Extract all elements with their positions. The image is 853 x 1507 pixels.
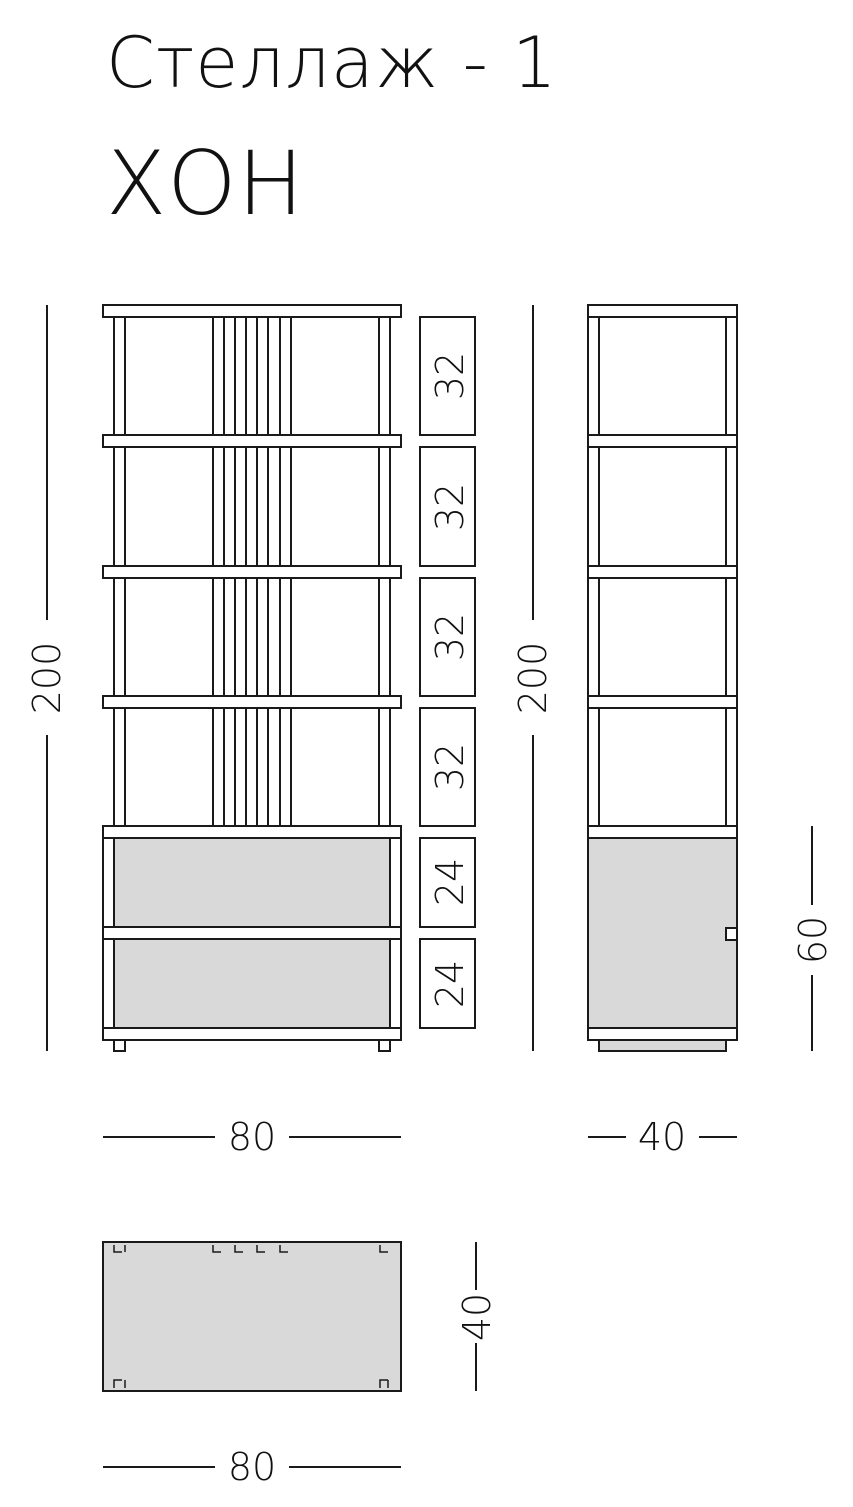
side-view <box>532 304 813 1138</box>
front-outer-posts <box>113 316 391 827</box>
dimension-labels: 32 32 32 32 24 24 200 200 60 40 80 40 80 <box>25 352 835 1489</box>
section-height-4: 32 <box>428 743 472 791</box>
drawing-subtitle: ХОН <box>106 132 305 235</box>
side-bottom-shelf <box>587 1027 738 1041</box>
front-lower-cabinet <box>102 837 402 1029</box>
top-view-panel <box>102 1241 402 1392</box>
top-depth-label: 40 <box>455 1293 499 1341</box>
side-posts <box>587 316 738 827</box>
front-right-foot <box>378 1039 391 1052</box>
top-view <box>102 1241 477 1468</box>
front-section-boxes <box>419 316 476 1029</box>
drawing-title: Стеллаж - 1 <box>106 22 558 104</box>
front-center-slats <box>212 316 292 827</box>
front-view <box>46 304 476 1138</box>
section-height-3: 32 <box>428 613 472 661</box>
front-shelf-5 <box>102 825 402 839</box>
front-width-label: 80 <box>228 1115 276 1159</box>
section-height-5: 24 <box>428 858 472 906</box>
side-height-label: 200 <box>511 642 555 715</box>
section-height-6: 24 <box>428 960 472 1008</box>
front-top-shelf <box>102 304 402 318</box>
side-door-handle <box>725 927 738 941</box>
side-door-panel <box>587 837 738 1029</box>
side-top-shelf <box>587 304 738 318</box>
side-plinth <box>598 1039 727 1052</box>
front-shelf-4 <box>102 695 402 709</box>
front-shelf-3 <box>102 565 402 579</box>
section-height-2: 32 <box>428 483 472 531</box>
top-width-label: 80 <box>228 1445 276 1489</box>
section-height-1: 32 <box>428 352 472 400</box>
front-left-foot <box>113 1039 126 1052</box>
front-height-label: 200 <box>25 642 69 715</box>
side-depth-label: 40 <box>638 1115 686 1159</box>
door-height-label: 60 <box>791 916 835 964</box>
top-view-post-marks <box>113 1245 389 1388</box>
front-shelf-6 <box>102 926 402 940</box>
front-bottom-shelf <box>102 1027 402 1041</box>
front-shelf-2 <box>102 434 402 448</box>
